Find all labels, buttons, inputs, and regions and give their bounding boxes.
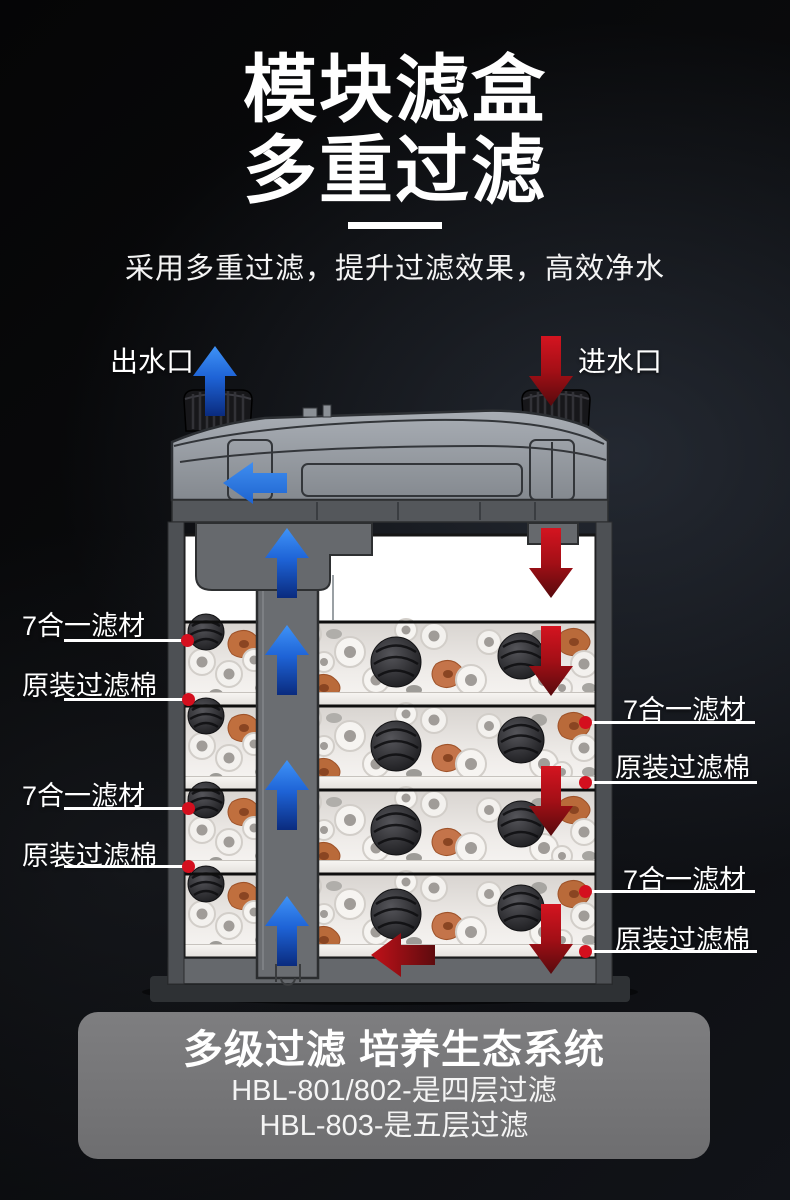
left-annotation-filter-cotton-1: 原装过滤棉 bbox=[22, 671, 157, 701]
footer-panel: 多级过滤 培养生态系统 HBL-801/802-是四层过滤 HBL-803-是五… bbox=[78, 1012, 710, 1159]
callout-dot bbox=[579, 716, 592, 729]
callout-dot bbox=[182, 693, 195, 706]
callout-line bbox=[585, 950, 757, 953]
callout-line bbox=[64, 865, 188, 868]
page-title-line-1: 模块滤盒 bbox=[243, 48, 547, 131]
filter-device-illustration bbox=[142, 336, 638, 1005]
callout-dot bbox=[182, 860, 195, 873]
body-wall-right bbox=[595, 521, 613, 985]
panel-title: 多级过滤 培养生态系统 bbox=[182, 1028, 606, 1072]
callout-line bbox=[588, 890, 755, 893]
callout-line bbox=[64, 807, 188, 810]
callout-dot bbox=[579, 776, 592, 789]
callout-line bbox=[64, 698, 188, 701]
panel-model-line-1: HBL-801/802-是四层过滤 bbox=[231, 1075, 557, 1107]
callout-line bbox=[64, 639, 187, 642]
left-annotation-filter-media-2: 7合一滤材 bbox=[22, 781, 146, 811]
page-title-line-2: 多重过滤 bbox=[243, 129, 547, 212]
title-divider bbox=[348, 222, 442, 229]
right-annotation-filter-media-1: 7合一滤材 bbox=[623, 695, 747, 725]
body-wall-left bbox=[167, 521, 185, 985]
left-annotation-filter-media-1: 7合一滤材 bbox=[22, 611, 146, 641]
media-layer-3 bbox=[182, 780, 599, 876]
outlet-label: 出水口 bbox=[110, 346, 195, 377]
callout-line bbox=[585, 781, 757, 784]
callout-dot bbox=[181, 634, 194, 647]
media-layer-2 bbox=[182, 696, 599, 792]
callout-dot bbox=[579, 885, 592, 898]
callout-dot bbox=[579, 945, 592, 958]
subtitle: 采用多重过滤，提升过滤效果，高效净水 bbox=[124, 253, 665, 285]
callout-line bbox=[588, 721, 755, 724]
inlet-label: 进水口 bbox=[578, 346, 663, 377]
callout-dot bbox=[182, 802, 195, 815]
panel-model-line-2: HBL-803-是五层过滤 bbox=[259, 1110, 529, 1142]
right-annotation-filter-cotton-1: 原装过滤棉 bbox=[615, 753, 750, 783]
media-layer-1 bbox=[182, 612, 599, 708]
lid-lock-band bbox=[171, 499, 609, 523]
